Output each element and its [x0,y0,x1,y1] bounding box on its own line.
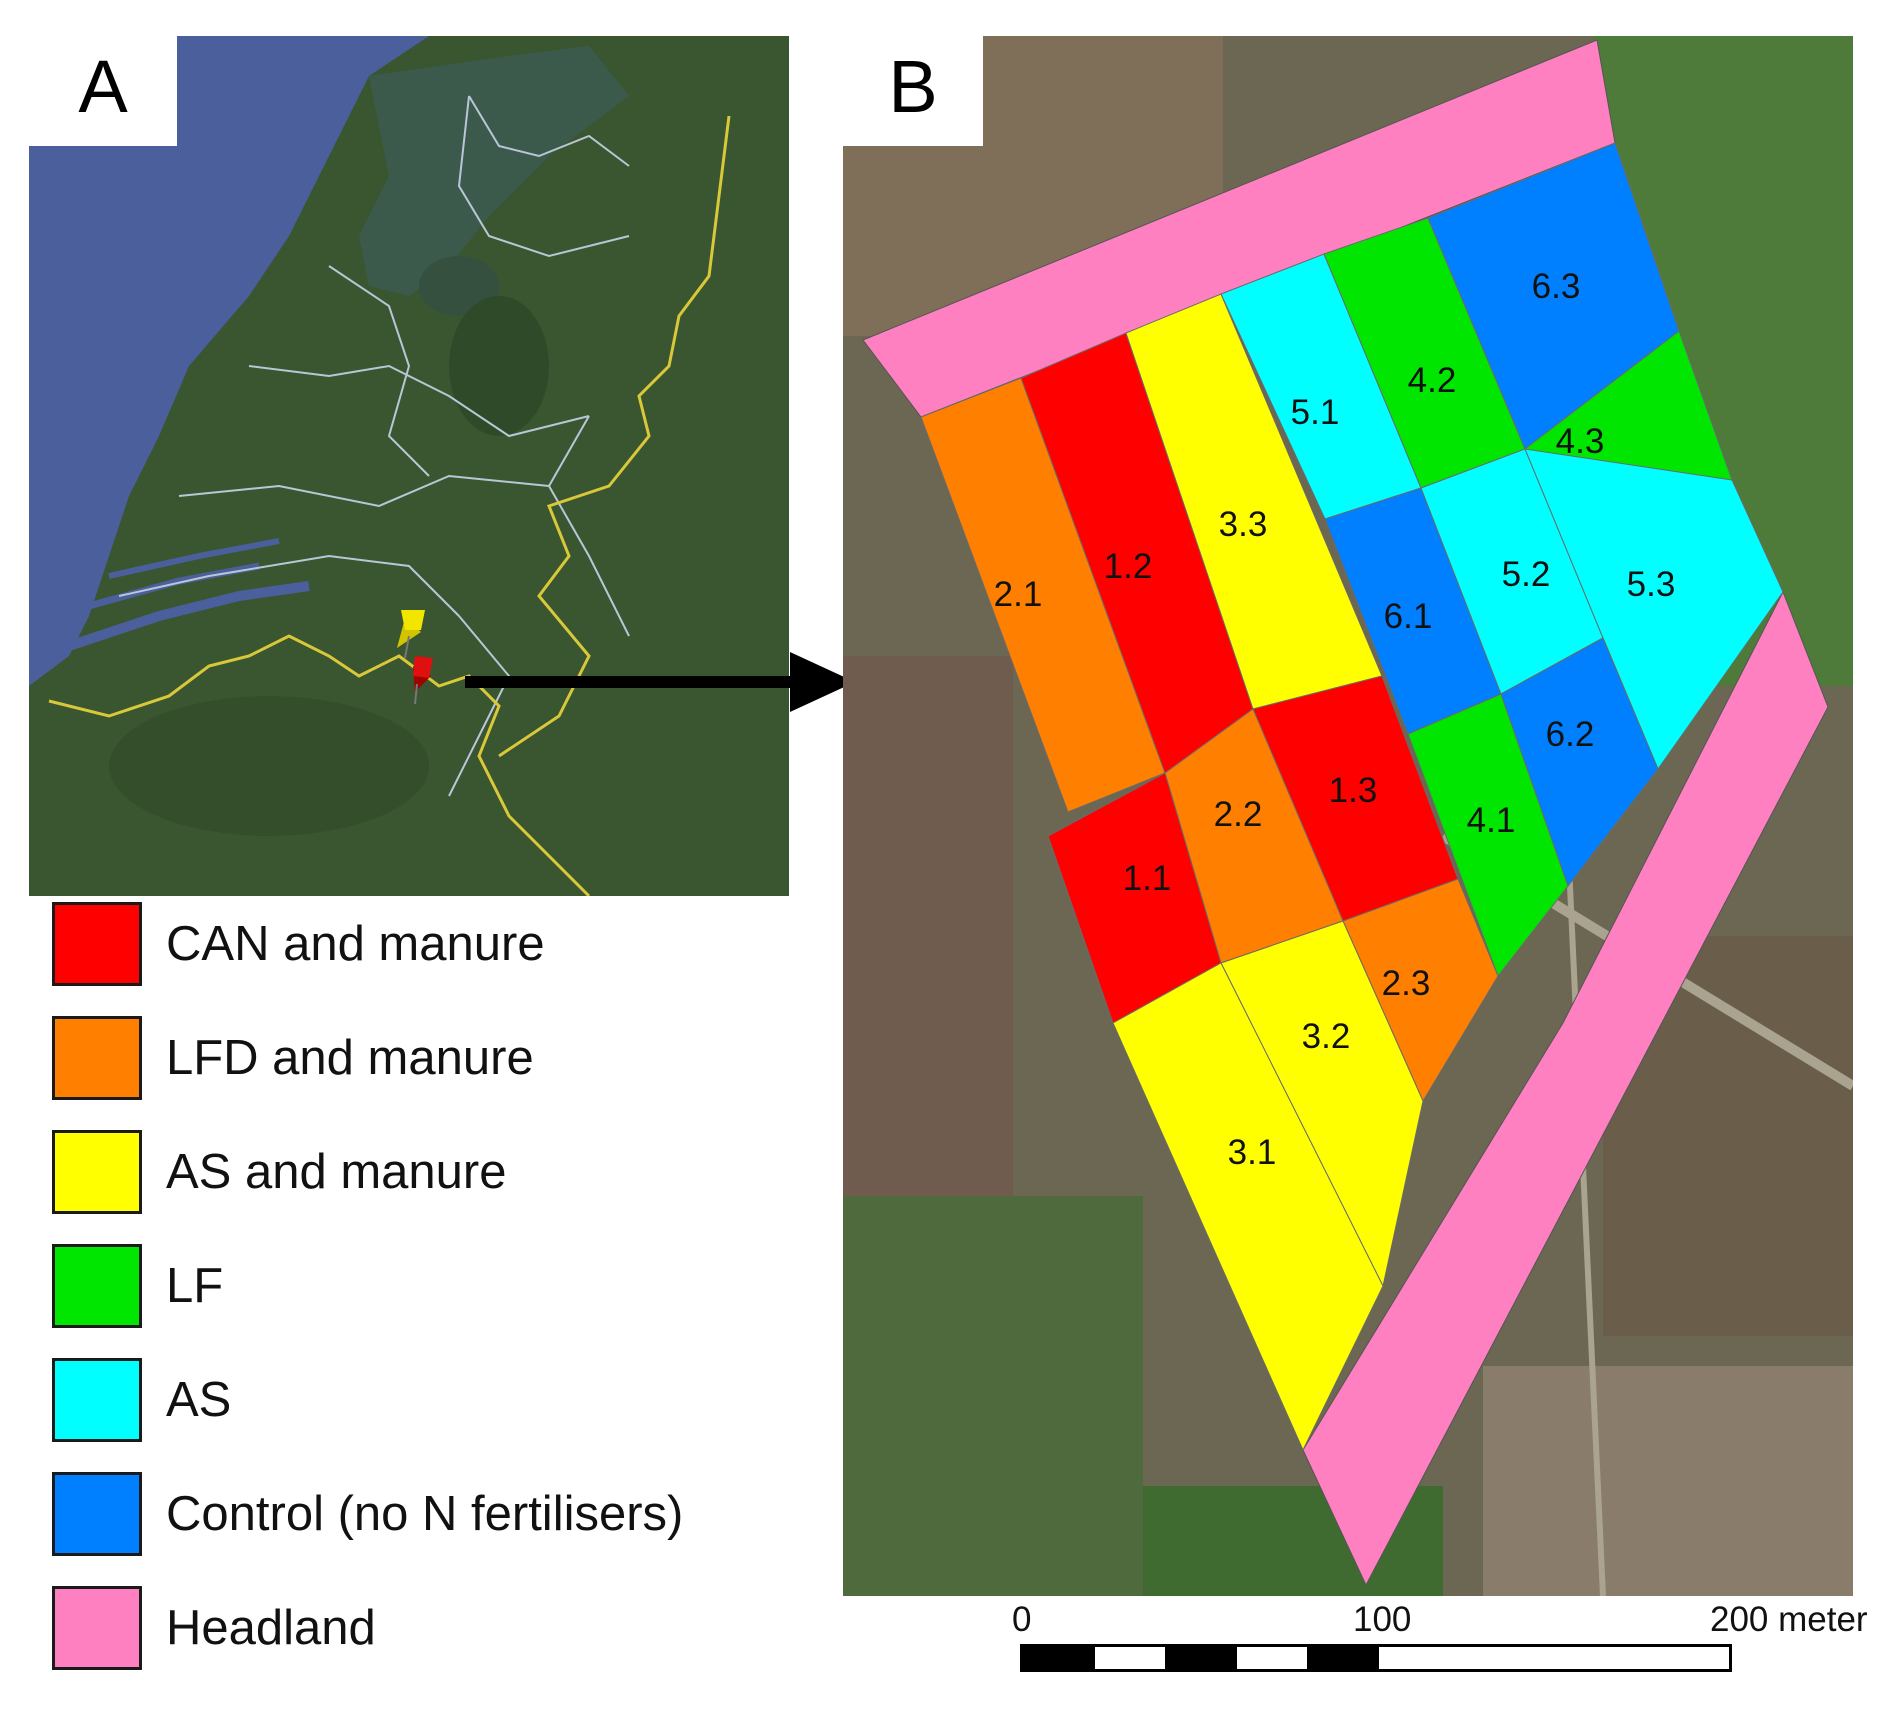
legend-label: Headland [166,1601,376,1655]
legend-item: Control (no N fertilisers) [52,1472,812,1564]
legend-swatch [52,1016,142,1100]
legend-swatch [52,1358,142,1442]
plot-label: 1.2 [1104,547,1153,586]
ploughed-field [843,656,1013,1216]
inland-water-lake [419,256,499,316]
legend-label: AS and manure [166,1145,507,1199]
plot-label: 6.2 [1546,715,1595,754]
ploughed-field [1483,1366,1853,1596]
river [108,538,280,579]
scale-tick-label: 0 [1012,1600,1032,1639]
legend-label: LFD and manure [166,1031,534,1085]
plot-label: 5.1 [1291,393,1340,432]
legend-swatch [52,1472,142,1556]
plot-label: 4.2 [1408,361,1457,400]
forest-area [449,296,549,436]
legend-item: AS [52,1358,812,1450]
plot-label: 2.1 [994,575,1043,614]
plot-6-2 [1500,637,1659,888]
plot-label: 2.2 [1214,795,1263,834]
plot-label: 2.3 [1382,964,1431,1003]
legend-swatch [52,902,142,986]
river [67,581,310,651]
sea-area [29,36,429,686]
national-border-east [498,115,731,758]
panel-b-letter: B [843,36,983,146]
scale-tick-label: 100 [1353,1600,1412,1639]
field-trial-map: 2.1 1.2 3.3 5.1 4.2 6.3 4.3 6.1 5.2 5.3 … [843,36,1853,1596]
legend-label: AS [166,1373,232,1427]
plot-label: 3.1 [1228,1133,1277,1172]
yellow-pushpin-icon [397,610,425,659]
plot-label: 4.1 [1467,801,1516,840]
inland-water [359,46,629,296]
overview-map-graphic [29,36,789,896]
overview-map [29,36,789,896]
legend-item: LF [52,1244,812,1336]
plot-label: 6.1 [1384,597,1433,636]
legend-label: CAN and manure [166,917,545,971]
plot-label: 5.3 [1627,565,1676,604]
panel-a-letter: A [29,36,177,146]
scale-tick-label: 200 meter [1710,1600,1868,1639]
legend-item: AS and manure [52,1130,812,1222]
plot-5-3 [1524,448,1784,771]
field-trial-graphic: 2.1 1.2 3.3 5.1 4.2 6.3 4.3 6.1 5.2 5.3 … [843,36,1853,1596]
legend-swatch [52,1244,142,1328]
legend-label: Control (no N fertilisers) [166,1487,684,1541]
scale-bar: 0 100 200 meter [1000,1600,1880,1710]
plot-label: 6.3 [1532,267,1581,306]
forest-area [109,696,429,836]
scale-segment [1307,1647,1379,1669]
scale-bar-graphic [1020,1644,1732,1672]
legend-item: Headland [52,1586,812,1678]
plot-label: 3.3 [1219,505,1268,544]
scale-segment [1165,1647,1237,1669]
plot-label: 3.2 [1302,1017,1351,1056]
red-pushpin-icon [413,656,433,705]
plot-label: 1.1 [1123,859,1172,898]
national-border [48,634,591,896]
legend-item: CAN and manure [52,902,812,994]
legend-label: LF [166,1259,224,1313]
plot-label: 4.3 [1556,422,1605,461]
legend-item: LFD and manure [52,1016,812,1108]
legend-swatch [52,1130,142,1214]
scale-segment [1023,1647,1095,1669]
headland-south [1302,590,1829,1587]
orchard-field [843,1196,1143,1596]
river [88,562,260,610]
province-borders [118,95,630,797]
plot-label: 5.2 [1502,555,1551,594]
plot-label: 1.3 [1329,771,1378,810]
pointer-arrow-icon [465,652,855,712]
legend-swatch [52,1586,142,1670]
plot-3-1 [1112,962,1384,1452]
